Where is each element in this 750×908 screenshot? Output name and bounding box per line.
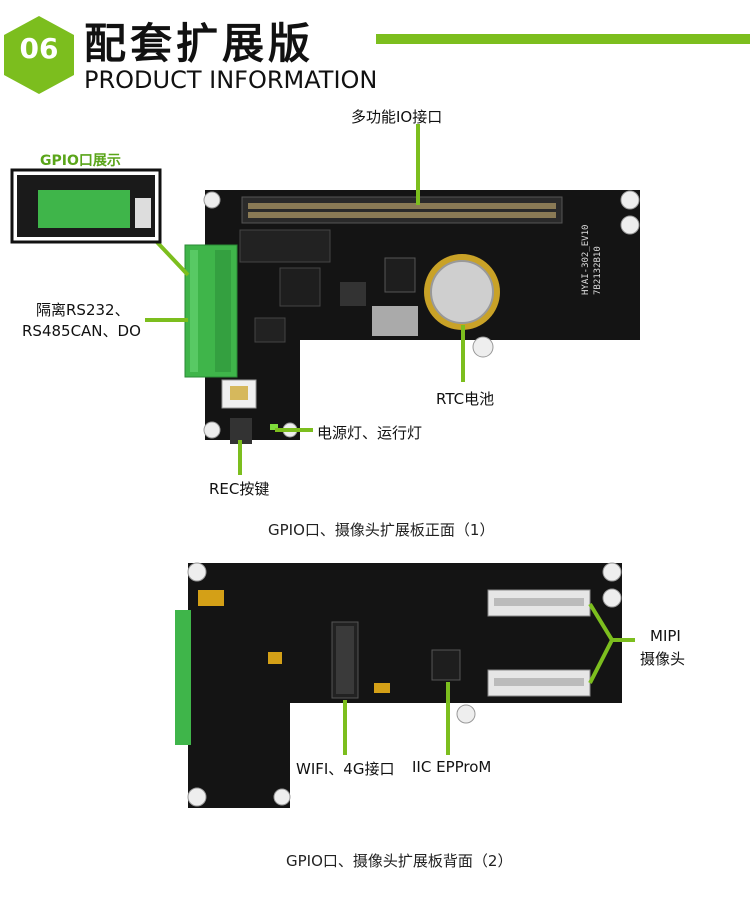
label-mipi-line2: 摄像头 bbox=[640, 650, 686, 668]
front-caption: GPIO口、摄像头扩展板正面（1） bbox=[268, 521, 495, 539]
board-model-text: HYAI-302_EV10 bbox=[581, 225, 591, 295]
label-leds: 电源灯、运行灯 bbox=[317, 424, 423, 442]
mipi-connector-bottom bbox=[487, 669, 591, 697]
mount-hole bbox=[282, 422, 298, 438]
front-pcb-board bbox=[205, 190, 640, 440]
status-led bbox=[270, 424, 278, 430]
mount-hole bbox=[472, 336, 494, 358]
mount-hole bbox=[602, 588, 622, 608]
page-subtitle: PRODUCT INFORMATION bbox=[84, 66, 378, 94]
mount-hole bbox=[602, 562, 622, 582]
rec-button-body bbox=[221, 379, 257, 409]
board-model-text-2: 7B2132B10 bbox=[593, 246, 603, 295]
label-isolated-line2: RS485CAN、DO bbox=[22, 322, 141, 340]
rtc-battery-holder bbox=[424, 254, 500, 330]
gpio-inset-frame bbox=[10, 168, 162, 244]
mount-hole bbox=[620, 215, 640, 235]
callout-line-mipi bbox=[588, 602, 615, 684]
section-hexagon-badge bbox=[4, 16, 74, 94]
label-rec-button: REC按键 bbox=[209, 480, 270, 498]
gpio-terminal-block bbox=[184, 244, 238, 378]
chip bbox=[279, 267, 321, 307]
label-wifi-4g: WIFI、4G接口 bbox=[296, 760, 395, 778]
back-caption: GPIO口、摄像头扩展板背面（2） bbox=[286, 852, 513, 870]
chip bbox=[372, 306, 418, 336]
capacitor bbox=[374, 683, 390, 693]
io-header-connector bbox=[241, 196, 563, 224]
rec-button-cap bbox=[230, 418, 252, 444]
section-number: 06 bbox=[19, 32, 59, 65]
mount-hole bbox=[620, 190, 640, 210]
page-title: 配套扩展版 bbox=[84, 19, 315, 68]
mount-hole bbox=[456, 704, 476, 724]
mount-hole bbox=[273, 788, 291, 806]
chip bbox=[239, 229, 331, 263]
label-gpio-show: GPIO口展示 bbox=[40, 153, 121, 169]
header-accent-bar bbox=[376, 34, 750, 44]
label-isolated-line1: 隔离RS232、 bbox=[36, 301, 130, 319]
mount-hole bbox=[187, 562, 207, 582]
capacitor bbox=[268, 652, 282, 664]
chip bbox=[254, 317, 286, 343]
mount-hole bbox=[203, 191, 221, 209]
chip bbox=[340, 282, 366, 306]
eeprom-chip bbox=[431, 649, 461, 681]
label-mipi-line1: MIPI bbox=[650, 627, 681, 645]
back-pcb-board bbox=[188, 563, 622, 808]
mount-hole bbox=[187, 787, 207, 807]
chip bbox=[384, 257, 416, 293]
label-io-interface: 多功能IO接口 bbox=[351, 108, 443, 126]
mipi-connector-top bbox=[487, 589, 591, 617]
mount-hole bbox=[203, 421, 221, 439]
rtc-coin-cell bbox=[430, 260, 494, 324]
callout-line-gpio bbox=[153, 238, 190, 277]
label-rtc-battery: RTC电池 bbox=[436, 390, 495, 408]
label-iic-eeprom: IIC EPProM bbox=[412, 758, 492, 776]
capacitor bbox=[198, 590, 224, 606]
wifi-4g-header bbox=[331, 621, 359, 699]
back-terminal-edge bbox=[175, 610, 191, 745]
